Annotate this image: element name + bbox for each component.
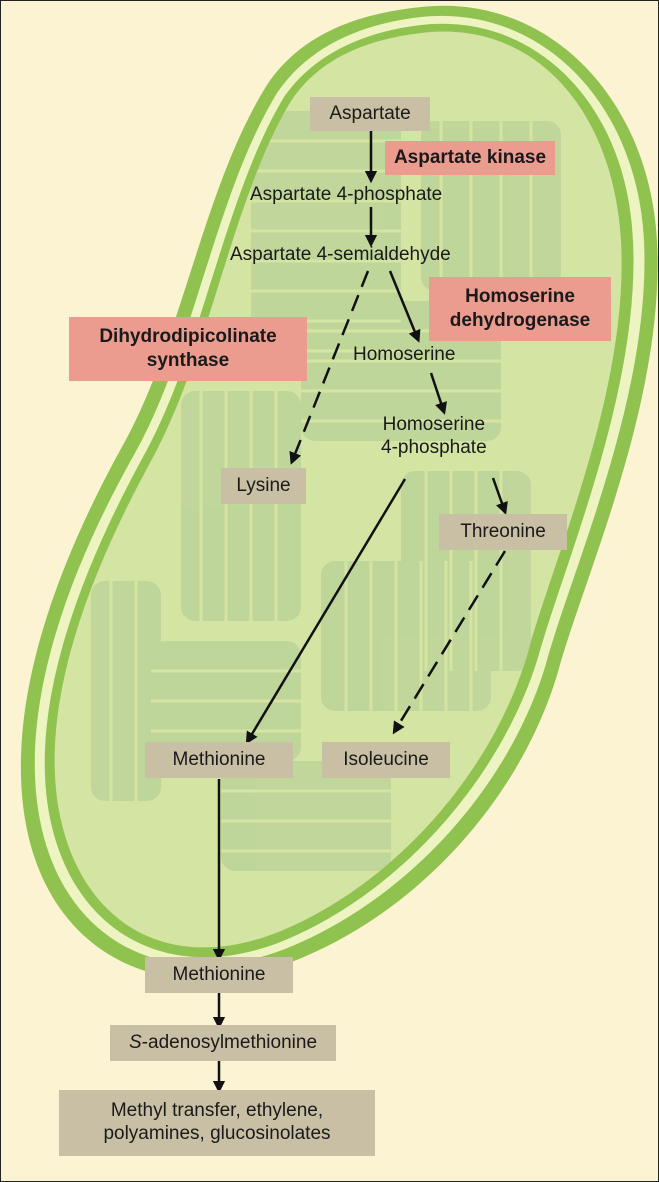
metabolite-threonine: Threonine <box>439 514 567 550</box>
enzyme-dihydrodipicolinate-synthase: Dihydrodipicolinate synthase <box>69 317 307 381</box>
enzyme-homoserine-dehydrogenase: Homoserine dehydrogenase <box>429 277 611 341</box>
metabolite-aspartate-4-semialdehyde: Aspartate 4-semialdehyde <box>230 244 451 267</box>
metabolite-aspartate-4-phosphate: Aspartate 4-phosphate <box>250 184 442 207</box>
sam-name-rest: -adenosylmethionine <box>142 1032 317 1053</box>
metabolite-isoleucine: Isoleucine <box>322 742 450 778</box>
metabolite-s-adenosylmethionine: S-adenosylmethionine <box>110 1025 336 1061</box>
metabolite-methionine-plastid: Methionine <box>145 742 293 778</box>
metabolite-methionine-cytosol: Methionine <box>145 957 293 993</box>
sam-italic-prefix: S <box>129 1032 142 1053</box>
enzyme-aspartate-kinase: Aspartate kinase <box>385 141 555 175</box>
metabolite-aspartate: Aspartate <box>310 97 430 131</box>
metabolite-homoserine: Homoserine <box>353 344 455 367</box>
metabolite-homoserine-4-phosphate: Homoserine 4-phosphate <box>381 414 487 460</box>
metabolite-end-products: Methyl transfer, ethylene, polyamines, g… <box>59 1090 375 1156</box>
metabolite-lysine: Lysine <box>221 468 306 504</box>
